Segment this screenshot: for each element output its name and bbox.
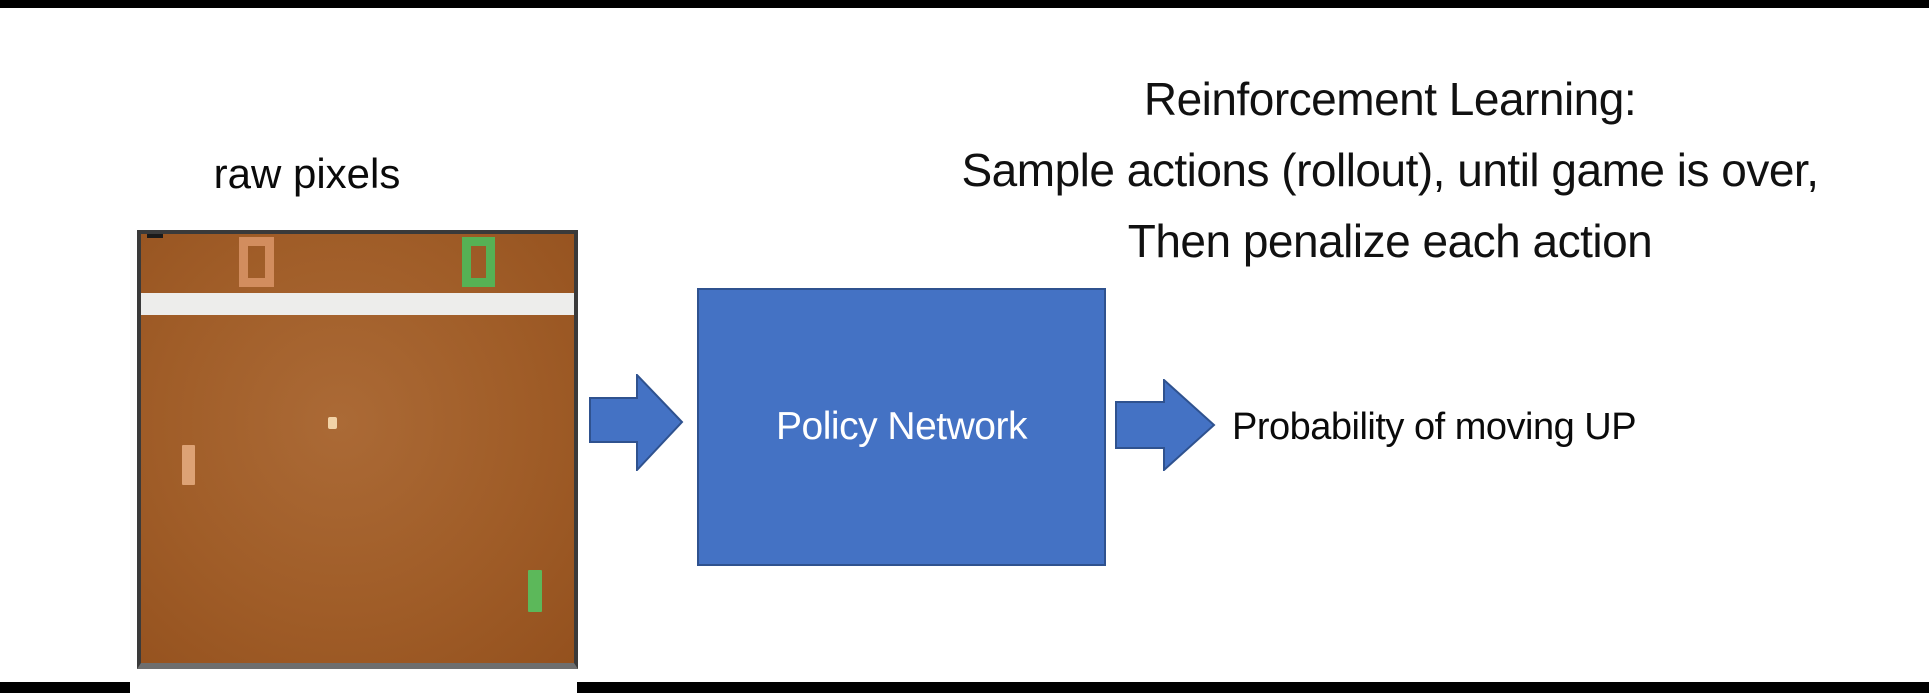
policy-network-label: Policy Network	[776, 405, 1027, 448]
right-score-digit	[462, 237, 495, 287]
screen-notch	[147, 234, 163, 238]
raw-pixels-label: raw pixels	[213, 150, 401, 197]
right-arrow-icon	[1115, 379, 1216, 471]
top-letterbox-bar	[0, 0, 1929, 8]
ball	[328, 417, 337, 429]
bottom-letterbox-bar-left	[0, 682, 130, 693]
title-line-3: Then penalize each action	[1127, 215, 1653, 267]
right-paddle	[528, 570, 542, 612]
left-paddle	[182, 445, 195, 485]
policy-network-box: Policy Network	[697, 288, 1106, 566]
bottom-letterbox-bar-right	[577, 682, 1929, 693]
slide-title: Reinforcement Learning: Sample actions (…	[840, 64, 1929, 277]
right-arrow-icon	[589, 374, 684, 471]
output-probability-label: Probability of moving UP	[1232, 405, 1637, 448]
pong-screenshot	[137, 230, 578, 669]
title-line-1: Reinforcement Learning:	[1143, 73, 1637, 125]
left-score-digit	[239, 237, 274, 287]
title-line-2: Sample actions (rollout), until game is …	[961, 144, 1819, 196]
top-wall-band	[141, 293, 574, 315]
